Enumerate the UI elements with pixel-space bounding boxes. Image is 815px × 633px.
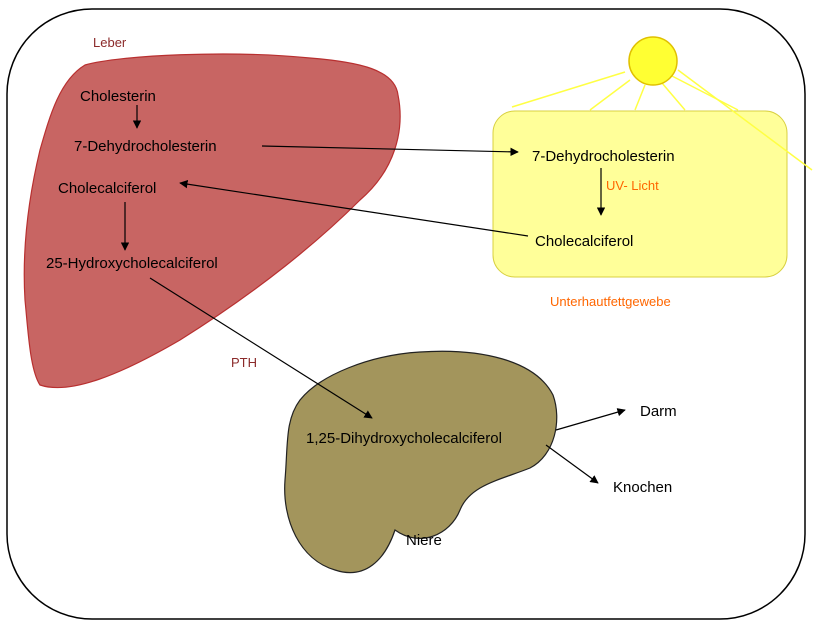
kidney-shape [284, 350, 558, 574]
target-darm: Darm [640, 403, 677, 420]
compound-cholecalciferol-skin: Cholecalciferol [535, 233, 633, 250]
compound-dihydroxy: 1,25-Dihydroxycholecalciferol [306, 430, 502, 447]
kidney-label: Niere [406, 532, 442, 549]
compound-dehydro-skin: 7-Dehydrocholesterin [532, 148, 675, 165]
compound-dehydro-liver: 7-Dehydrocholesterin [74, 138, 217, 155]
skin-box [492, 110, 788, 278]
liver-label: Leber [93, 35, 127, 50]
liver-shape [23, 53, 401, 389]
arrow-dihydroxy-to-darm [555, 408, 626, 431]
arrow-skin-to-liver-cholecalciferol [179, 179, 529, 237]
target-knochen: Knochen [613, 479, 672, 496]
sun-rays [511, 69, 813, 171]
skin-label: Unterhautfettgewebe [550, 294, 671, 309]
compound-25hydroxy: 25-Hydroxycholecalciferol [46, 255, 218, 272]
arrows [120, 105, 626, 484]
compound-cholesterin: Cholesterin [80, 88, 156, 105]
arrow-dihydroxy-to-knochen [545, 444, 599, 484]
arrow-25hydroxy-to-dihydroxy [149, 277, 373, 419]
pth-label: PTH [231, 355, 257, 370]
compound-cholecalciferol-liver: Cholecalciferol [58, 180, 156, 197]
uv-label: UV- Licht [606, 178, 659, 193]
sun-icon [628, 36, 678, 86]
arrow-dehydro-liver-to-skin [261, 145, 519, 157]
